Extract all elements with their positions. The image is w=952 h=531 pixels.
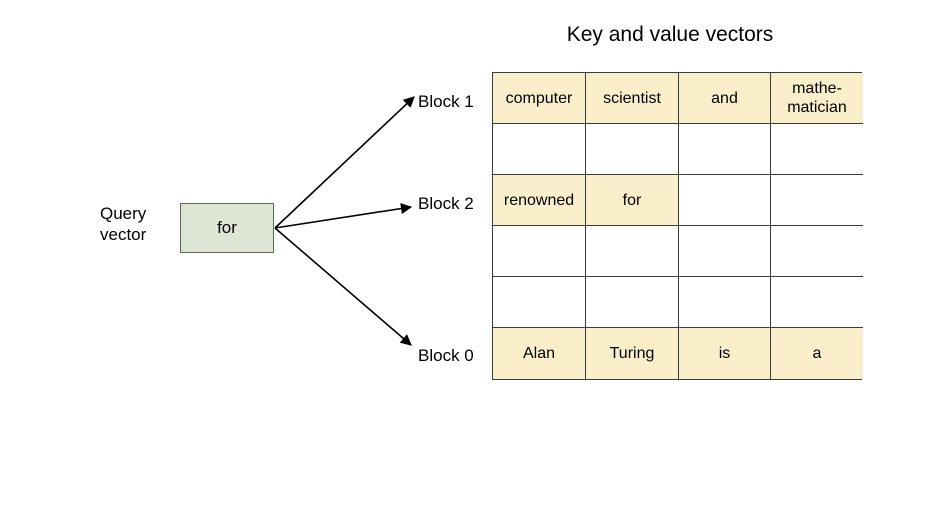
kv-cell-r4-c0[interactable] <box>493 277 586 328</box>
kv-cell-r1-c1[interactable] <box>586 124 679 175</box>
query-vector-label-line2: vector <box>100 225 147 244</box>
kv-cell-r3-c0[interactable] <box>493 226 586 277</box>
kv-cell-r4-c3[interactable] <box>771 277 863 328</box>
kv-cell-r1-c3[interactable] <box>771 124 863 175</box>
kv-cell-r4-c1[interactable] <box>586 277 679 328</box>
kv-cell-text: renowned <box>503 191 575 209</box>
kv-cell-text: a <box>812 345 822 362</box>
kv-cell-text: mathe-matician <box>787 80 847 116</box>
arrow-to-block-0 <box>274 227 412 346</box>
block-label-block-1: Block 1 <box>418 92 474 111</box>
kv-cell-r1-c2[interactable] <box>679 124 771 175</box>
kv-cell-r2-c1[interactable]: for <box>586 175 679 226</box>
kv-cell-text: computer <box>505 89 573 107</box>
kv-cell-r5-c2[interactable]: is <box>679 328 771 379</box>
kv-cell-r0-c2[interactable]: and <box>679 73 771 124</box>
kv-cell-r3-c2[interactable] <box>679 226 771 277</box>
kv-cell-r4-c2[interactable] <box>679 277 771 328</box>
kv-cell-r2-c3[interactable] <box>771 175 863 226</box>
query-vector-box[interactable]: for <box>180 203 274 253</box>
kv-cell-text: for <box>622 191 642 209</box>
kv-cell-r1-c0[interactable] <box>493 124 586 175</box>
kv-cache-grid: computer scientist and mathe-matician renown… <box>492 72 863 380</box>
kv-cell-r2-c2[interactable] <box>679 175 771 226</box>
query-vector-label-line1: Query <box>100 204 147 223</box>
query-vector-token: for <box>217 218 237 237</box>
kv-cell-r0-c3[interactable]: mathe-matician <box>771 73 863 124</box>
kv-cell-r0-c1[interactable]: scientist <box>586 73 679 124</box>
block-label-block-0: Block 0 <box>418 346 474 365</box>
block-label-block-2: Block 2 <box>418 194 474 213</box>
query-vector-label: Query vector <box>100 203 176 245</box>
kv-cell-text: scientist <box>603 89 661 107</box>
kv-cell-r0-c0[interactable]: computer <box>493 73 586 124</box>
kv-cell-text: and <box>711 89 738 107</box>
kv-cell-r5-c1[interactable]: Turing <box>586 328 679 379</box>
page-title: Key and value vectors <box>566 23 774 46</box>
kv-cell-r5-c0[interactable]: Alan <box>493 328 586 379</box>
kv-cell-r3-c1[interactable] <box>586 226 679 277</box>
kv-cell-r3-c3[interactable] <box>771 226 863 277</box>
kv-cell-text: Alan <box>522 345 556 362</box>
kv-cell-text: Turing <box>609 345 655 362</box>
arrow-to-block-2 <box>274 203 413 229</box>
kv-cell-text: is <box>718 345 731 362</box>
kv-cell-r2-c0[interactable]: renowned <box>493 175 586 226</box>
kv-cell-r5-c3[interactable]: a <box>771 328 863 379</box>
arrow-to-block-1 <box>274 96 415 229</box>
